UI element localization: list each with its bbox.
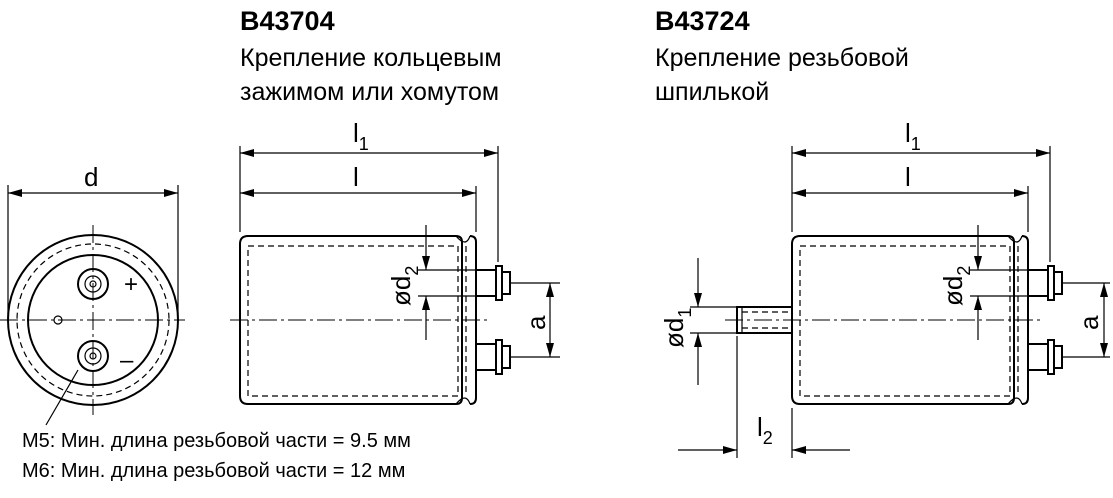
- length-l1-label: l1: [353, 118, 369, 154]
- side-view-right: l l1 ød2 a ød1 l2: [659, 118, 1110, 458]
- length-l2-label: l2: [757, 412, 773, 448]
- note-m6-thread: M6: Мин. длина резьбовой части = 12 мм: [22, 460, 405, 482]
- length-l-label-right: l: [905, 162, 911, 192]
- left-mounting-line1: Крепление кольцевым: [240, 44, 502, 72]
- a-label-left: a: [521, 315, 551, 330]
- a-label-right: a: [1074, 315, 1104, 330]
- minus-terminal-mark: –: [120, 347, 134, 374]
- right-mounting-line2: шпилькой: [655, 78, 769, 106]
- side-view-left: l l1 ød2 a: [230, 118, 560, 405]
- length-l-label: l: [353, 162, 359, 192]
- left-mounting-line2: зажимом или хомутом: [240, 78, 499, 106]
- note-m5-thread: M5: Мин. длина резьбовой части = 9.5 мм: [22, 430, 411, 452]
- plus-terminal-mark: +: [124, 271, 138, 298]
- od1-label: ød1: [659, 308, 695, 348]
- diameter-label: d: [84, 162, 98, 192]
- front-view: + – d: [0, 162, 185, 426]
- od2-label-left: ød2: [386, 266, 422, 306]
- length-l1-label-right: l1: [905, 118, 921, 154]
- left-model-code: B43704: [240, 6, 335, 36]
- od2-label-right: ød2: [938, 266, 974, 306]
- right-mounting-line1: Крепление резьбовой: [655, 44, 909, 72]
- right-model-code: B43724: [655, 6, 750, 36]
